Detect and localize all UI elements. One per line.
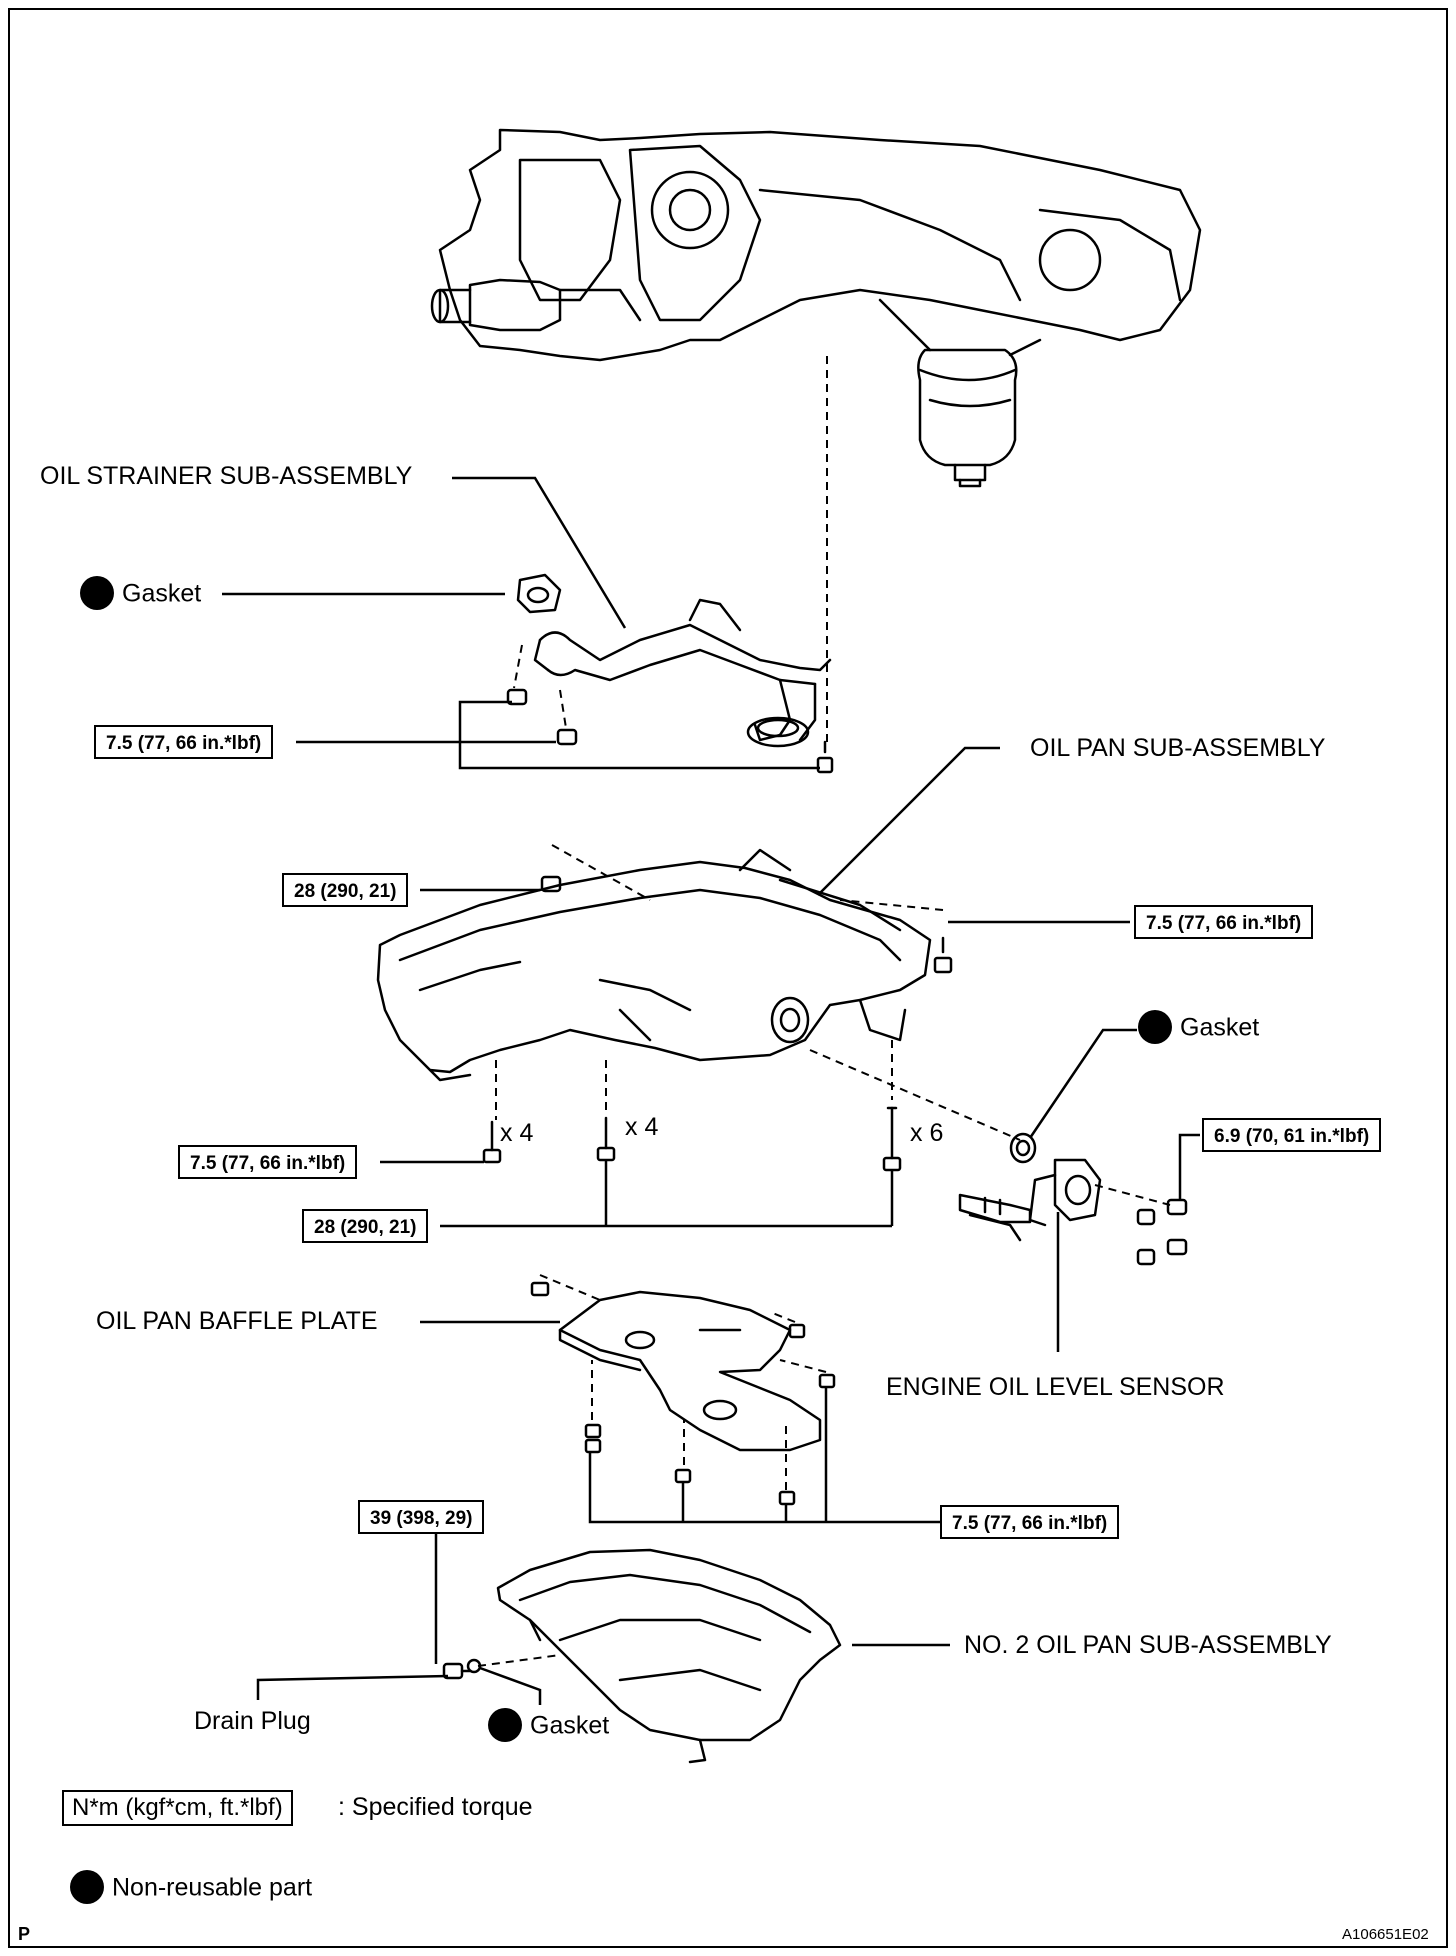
strainer-fasteners-drawing — [506, 688, 834, 774]
label-oil-pan: OIL PAN SUB-ASSEMBLY — [1030, 734, 1326, 762]
label-oil-strainer: OIL STRAINER SUB-ASSEMBLY — [40, 462, 413, 490]
diagram-frame — [8, 8, 1448, 1948]
label-no2-oil-pan: NO. 2 OIL PAN SUB-ASSEMBLY — [964, 1631, 1332, 1659]
engine-block-drawing — [430, 128, 1202, 488]
gasket-text: Gasket — [530, 1711, 610, 1740]
torque-drain-plug: 39 (398, 29) — [358, 1500, 485, 1534]
torque-pan-left-top: 28 (290, 21) — [282, 873, 409, 907]
torque-sensor: 6.9 (70, 61 in.*lbf) — [1202, 1118, 1382, 1152]
torque-pan-bottom-long: 28 (290, 21) — [302, 1209, 429, 1243]
label-gasket-sensor: Gasket — [1138, 1010, 1260, 1046]
torque-pan-right-top: 7.5 (77, 66 in.*lbf) — [1134, 905, 1314, 939]
oil-level-sensor-drawing — [958, 1132, 1188, 1266]
quantity-x4-mid: x 4 — [625, 1113, 659, 1141]
non-reusable-dot-icon — [70, 1870, 104, 1904]
corner-mark-left: P — [18, 1924, 31, 1944]
figure-id: A106651E02 — [1342, 1926, 1429, 1943]
oil-pan-drawing — [376, 848, 932, 1082]
legend-torque-text: : Specified torque — [338, 1793, 533, 1821]
baffle-plate-drawing — [530, 1281, 836, 1506]
quantity-x6: x 6 — [910, 1119, 944, 1147]
gasket-text: Gasket — [1180, 1013, 1260, 1042]
non-reusable-dot-icon — [488, 1708, 522, 1742]
torque-baffle: 7.5 (77, 66 in.*lbf) — [940, 1505, 1120, 1539]
oil-pan-fasteners-drawing — [482, 875, 953, 1172]
quantity-x4-left: x 4 — [500, 1119, 534, 1147]
label-oil-level-sensor: ENGINE OIL LEVEL SENSOR — [886, 1373, 1225, 1401]
label-gasket-strainer: Gasket — [80, 576, 202, 612]
legend-torque-box: N*m (kgf*cm, ft.*lbf) — [62, 1790, 293, 1826]
legend-nonreusable: Non-reusable part — [70, 1870, 313, 1906]
non-reusable-dot-icon — [80, 576, 114, 610]
torque-strainer: 7.5 (77, 66 in.*lbf) — [94, 725, 274, 759]
no2-oil-pan-drawing — [442, 1548, 842, 1764]
non-reusable-dot-icon — [1138, 1010, 1172, 1044]
torque-pan-bottom-left: 7.5 (77, 66 in.*lbf) — [178, 1145, 358, 1179]
label-drain-plug: Drain Plug — [194, 1707, 311, 1735]
legend-nonreusable-text: Non-reusable part — [112, 1873, 313, 1902]
label-gasket-drain: Gasket — [488, 1708, 610, 1744]
label-oil-pan-baffle: OIL PAN BAFFLE PLATE — [96, 1307, 378, 1335]
oil-strainer-drawing — [516, 573, 832, 748]
gasket-text: Gasket — [122, 579, 202, 608]
